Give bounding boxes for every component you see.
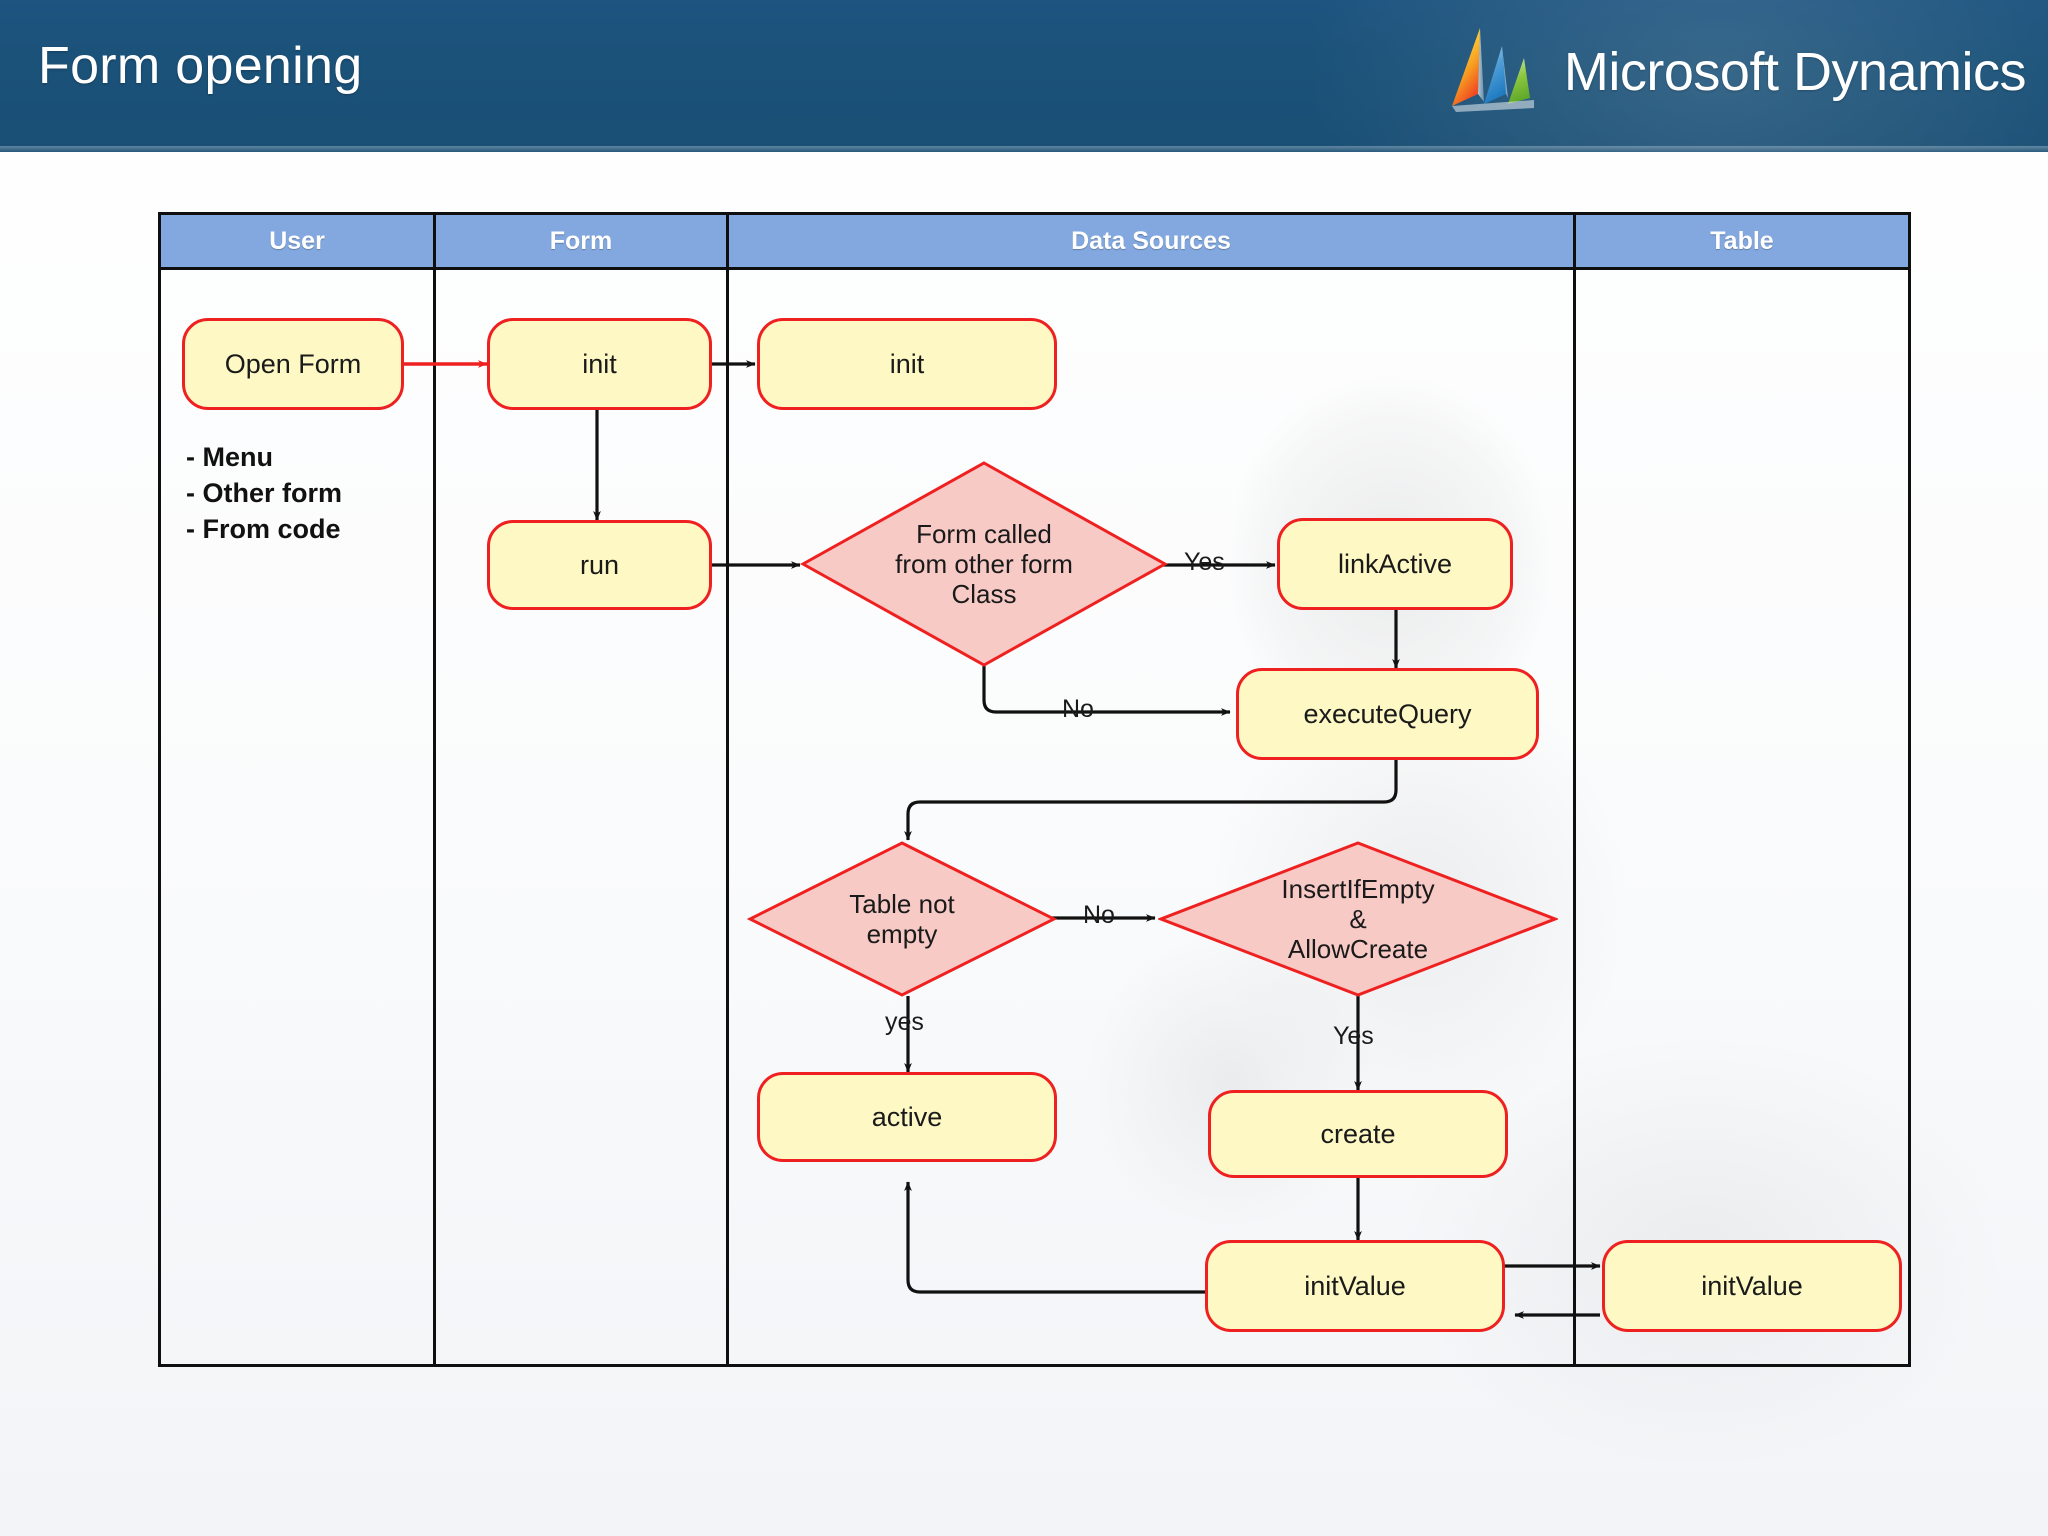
node-ds-init[interactable]: init [757,318,1057,410]
lane-header-user-label: User [269,226,325,255]
edge-label-yes-upper: Yes [1184,548,1225,576]
lane-header-data-sources-label: Data Sources [1071,226,1231,255]
edge-label-no-upper: No [1062,695,1094,723]
node-form-init-label: init [582,348,617,379]
page-title: Form opening [38,37,363,95]
node-ds-init-value-label: initValue [1304,1270,1406,1301]
diamond-shape-table-not-empty [747,841,1057,997]
node-open-form[interactable]: Open Form [182,318,404,410]
node-tbl-init-value[interactable]: initValue [1602,1240,1902,1332]
dynamics-logo-icon [1451,28,1534,112]
node-open-form-label: Open Form [224,348,362,379]
node-link-active[interactable]: linkActive [1277,518,1513,610]
lane-header-table-label: Table [1710,226,1774,255]
node-create[interactable]: create [1208,1090,1508,1178]
trigger-list-item-1: - Other form [186,477,343,508]
trigger-list-item-0: - Menu [186,442,273,472]
edge-label-yes-lower: yes [885,1008,924,1036]
node-table-not-empty[interactable]: Table not empty [747,840,1057,998]
node-execute-query[interactable]: executeQuery [1236,668,1539,760]
edge-label-yes-insert: Yes [1333,1022,1374,1050]
node-create-label: create [1320,1118,1396,1149]
node-ds-init-label: init [889,348,925,379]
lane-header-form: Form [433,215,726,270]
lane-divider-2 [726,215,729,1364]
node-execute-query-label: executeQuery [1303,698,1472,729]
slide-header: Form opening [0,0,2048,152]
trigger-list-item-2: - From code [186,513,341,544]
node-form-run-label: run [579,549,620,580]
diamond-shape-insert-if-empty [1158,841,1558,997]
trigger-list: - Menu - Other form - From code [186,440,342,548]
node-form-called[interactable]: Form called from other form Class [800,460,1168,668]
node-active-label: active [871,1101,943,1132]
node-insert-if-empty[interactable]: InsertIfEmpty & AllowCreate [1158,840,1558,998]
node-active[interactable]: active [757,1072,1057,1162]
node-form-run[interactable]: run [487,520,712,610]
brand-name: Microsoft Dynamics [1563,42,2027,102]
lane-divider-3 [1573,215,1576,1364]
brand-lockup: Microsoft Dynamics [1450,22,2027,122]
node-tbl-init-value-label: initValue [1701,1270,1803,1301]
node-ds-init-value[interactable]: initValue [1205,1240,1505,1332]
swimlane-diagram: User Form Data Sources Table [158,212,1911,1367]
lane-header-data-sources: Data Sources [726,215,1573,270]
lane-header-user: User [161,215,433,270]
lane-header-table: Table [1573,215,1908,270]
node-form-init[interactable]: init [487,318,712,410]
diamond-shape-form-called [800,461,1168,667]
lane-divider-1 [433,215,436,1364]
edge-label-no-lower: No [1083,901,1115,929]
lane-header-form-label: Form [549,226,613,255]
node-link-active-label: linkActive [1337,548,1453,579]
